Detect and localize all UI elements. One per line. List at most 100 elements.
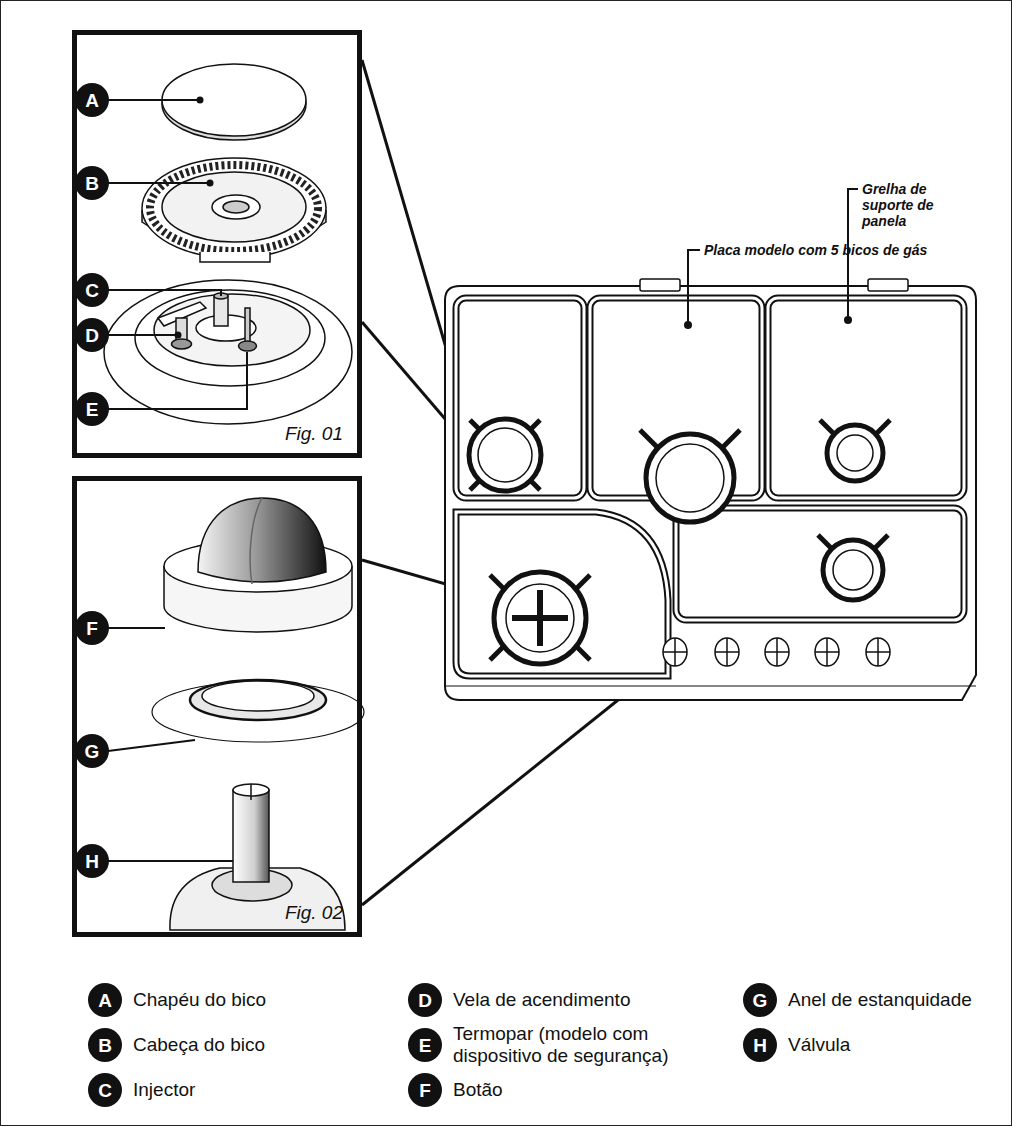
injector-body — [214, 296, 228, 326]
spark-plug-base — [172, 339, 192, 349]
leader-line — [108, 99, 200, 101]
base-rim — [135, 290, 325, 386]
hob-knob — [715, 638, 739, 666]
callout-letter: B — [75, 166, 109, 200]
callout-letter: A — [88, 983, 122, 1017]
leader-dot — [844, 316, 852, 324]
knob-grip — [198, 498, 326, 582]
key-text: Termopar (modelo com dispositivo de segu… — [453, 1023, 683, 1067]
leader-dot — [197, 97, 204, 104]
hob-front-edge — [445, 686, 976, 687]
pan-grid — [456, 298, 964, 676]
figure-frame: Fig. 01 — [72, 30, 362, 458]
burner-head — [142, 158, 326, 262]
leader-line — [108, 860, 234, 862]
sealing-ring — [152, 680, 364, 742]
hob-knob — [765, 638, 789, 666]
leader-dot — [175, 332, 182, 339]
key-text: Injector — [133, 1079, 195, 1101]
burner-cap-top — [506, 584, 574, 652]
key-text: Vela de acendimento — [453, 989, 630, 1011]
leader-dots — [175, 97, 214, 339]
burner-cap-top — [833, 550, 873, 590]
burner — [827, 425, 883, 481]
burner — [494, 572, 586, 664]
valve — [170, 784, 345, 930]
burner-cross — [512, 590, 568, 646]
hob-knobs — [663, 638, 890, 666]
head-flange — [200, 252, 270, 262]
leader-line — [108, 627, 165, 629]
grid-dark — [456, 298, 964, 676]
key-text: Anel de estanquidade — [788, 989, 972, 1011]
callout-letter: D — [408, 983, 442, 1017]
callout-letter: C — [88, 1073, 122, 1107]
head-hole — [223, 201, 249, 213]
leader-line — [108, 352, 247, 409]
leader-line — [108, 740, 195, 751]
grid-section — [768, 298, 964, 498]
burner-cap-top — [656, 444, 724, 512]
hob-knob-mark — [815, 638, 839, 666]
part-note: Placa modelo com 5 bicos de gás — [704, 242, 1004, 258]
burner — [469, 419, 541, 491]
hob-knob-mark — [866, 638, 890, 666]
grid-section — [676, 508, 964, 620]
figure-number: Fig. 01 — [285, 423, 343, 445]
grid-section — [456, 298, 584, 498]
callout-letter: H — [75, 844, 109, 878]
leader-line — [108, 334, 178, 336]
base-cup — [154, 294, 310, 366]
leader-line — [108, 182, 210, 184]
leader-dot — [207, 180, 214, 187]
hob-tab — [868, 279, 908, 291]
grid-light — [456, 298, 964, 676]
burner-cap-top — [478, 428, 532, 482]
shaft-flat — [250, 784, 252, 800]
figure-frame: Fig. 02 — [72, 476, 362, 937]
burner-cap-top — [837, 435, 873, 471]
key-text: Botão — [453, 1079, 503, 1101]
grid-section — [768, 298, 964, 498]
head-outer — [142, 158, 326, 258]
base-plate — [104, 280, 352, 424]
grid-section — [456, 512, 668, 676]
callout-letter: A — [75, 83, 109, 117]
burner-base — [104, 280, 352, 424]
head-flame-ports — [150, 165, 318, 251]
ring-outer — [190, 680, 326, 720]
hob-tab — [640, 279, 680, 291]
callout-letter: C — [75, 273, 109, 307]
knob-ridge — [250, 498, 262, 584]
grid-section — [456, 298, 584, 498]
figure-number: Fig. 02 — [285, 902, 343, 924]
thermocouple-base — [239, 341, 257, 351]
hob-outline — [445, 286, 976, 700]
key-text: Válvula — [788, 1034, 850, 1056]
callout-letter: G — [75, 734, 109, 768]
callout-letter: B — [88, 1028, 122, 1062]
grid-fingers — [470, 420, 890, 660]
callout-letter: F — [408, 1073, 442, 1107]
hob-knob-mark — [715, 638, 739, 666]
burner — [823, 540, 883, 600]
hob-knob — [866, 638, 890, 666]
ring-inner — [202, 681, 314, 711]
part-note: Grelha de suporte de panela — [862, 181, 954, 229]
leader-dot — [684, 321, 692, 329]
callout-letter: H — [743, 1028, 777, 1062]
hob — [445, 189, 976, 700]
leader-line — [108, 290, 221, 296]
knob — [164, 498, 352, 632]
hob-knob-mark — [663, 638, 687, 666]
callout-letter: D — [75, 318, 109, 352]
valve-shaft — [233, 790, 269, 882]
head-ring — [212, 195, 260, 219]
callout-letter: G — [743, 983, 777, 1017]
hob-knob-mark — [765, 638, 789, 666]
grid-section — [676, 508, 964, 620]
leader-line — [688, 250, 700, 325]
